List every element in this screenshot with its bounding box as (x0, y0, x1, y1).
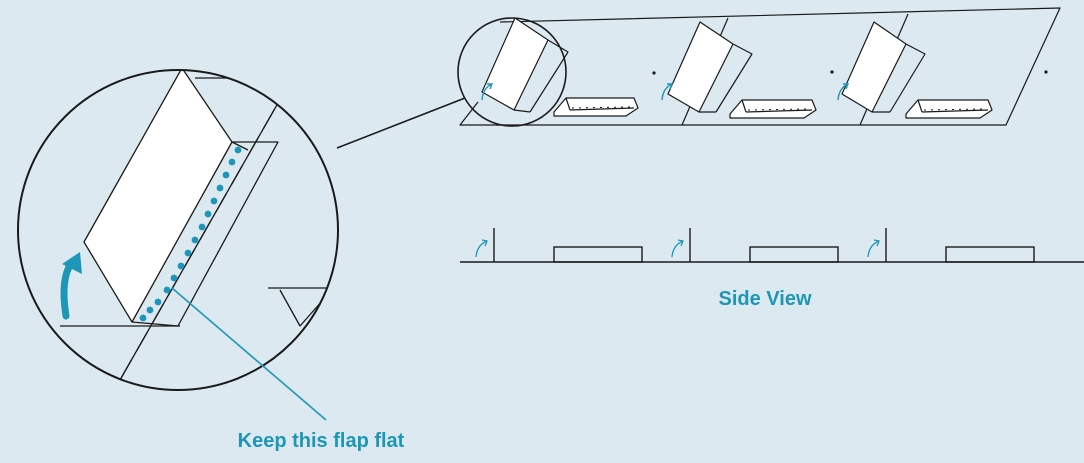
strip-flap-3 (841, 21, 926, 113)
side-view-label: Side View (718, 288, 812, 310)
keep-flap-flat-label: Keep this flap flat (237, 430, 405, 452)
strip-fold-arrows (481, 83, 850, 101)
zoom-connector-line (336, 97, 466, 149)
side-view-fold-arrows (475, 239, 880, 258)
strip-flap-2 (667, 21, 753, 113)
perspective-strip (459, 7, 1061, 126)
callout-line (171, 287, 327, 421)
strip-tray-3 (905, 99, 993, 119)
strip-tray-2 (729, 99, 817, 119)
strip-tray-1 (553, 97, 639, 117)
glue-dot-row (139, 146, 242, 322)
side-view-drawing (460, 228, 1084, 263)
highlight-circle (457, 17, 567, 127)
strip-flap-1 (481, 17, 569, 113)
zoom-circle (17, 69, 339, 391)
curved-arrow-up-icon (60, 252, 82, 320)
